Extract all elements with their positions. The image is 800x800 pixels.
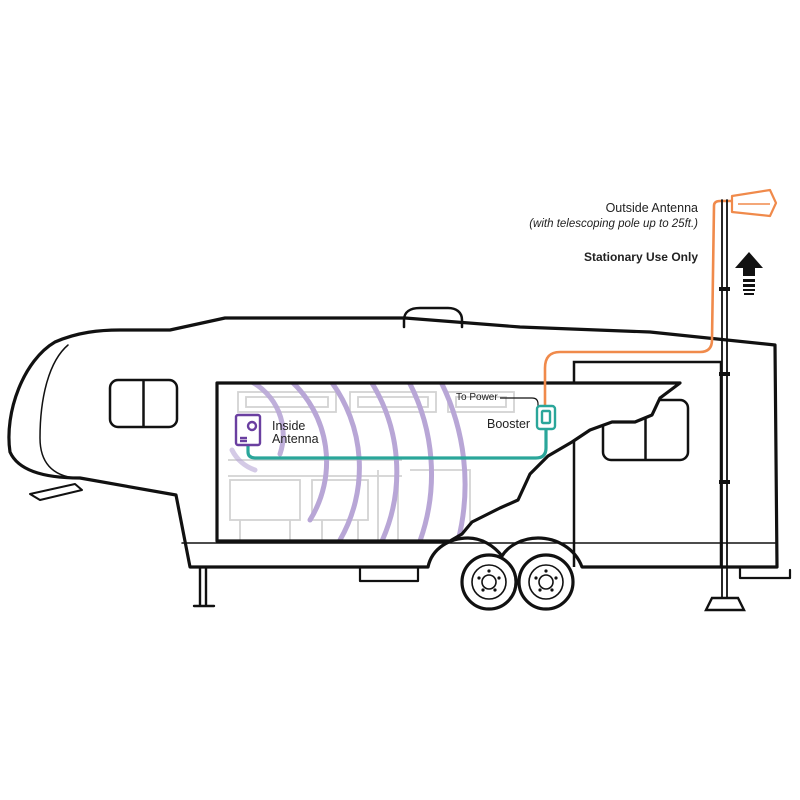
front-cap-line — [39, 344, 77, 479]
entry-door — [572, 360, 723, 567]
front-window — [108, 378, 179, 429]
panel-antenna-icon — [234, 413, 262, 447]
hitch-plate — [29, 483, 83, 501]
stationary-use-label: Stationary Use Only — [583, 250, 698, 264]
directional-antenna-icon — [730, 188, 778, 218]
inside-antenna-label-line1: Inside — [272, 419, 306, 433]
power-cable — [500, 397, 539, 409]
inside-antenna-label-line2: Antenna — [272, 432, 319, 446]
storage-bay — [358, 565, 420, 583]
inside-antenna-label: Inside Antenna — [272, 420, 319, 446]
rear-bumper — [738, 565, 792, 580]
roof-ac-unit — [402, 306, 464, 329]
telescoping-pole — [704, 199, 746, 612]
signal-booster-icon — [535, 404, 557, 431]
cutaway-fill — [217, 383, 680, 541]
cutaway-outline — [215, 381, 682, 543]
pole-stand — [704, 596, 746, 612]
wheel-front — [460, 553, 518, 611]
up-arrow-icon — [735, 252, 763, 295]
outside-antenna-label: Outside Antenna — [605, 201, 698, 215]
wheel-rear — [517, 553, 575, 611]
outside-antenna-cable — [543, 199, 734, 407]
front-landing-leg — [192, 565, 216, 608]
rv-body — [7, 306, 792, 608]
booster-label: Booster — [487, 417, 531, 431]
outside-antenna-note: (with telescoping pole up to 25ft.) — [529, 218, 698, 230]
rv-outline — [7, 316, 779, 569]
to-power-label: To Power — [456, 392, 498, 403]
booster-cable — [246, 426, 548, 460]
